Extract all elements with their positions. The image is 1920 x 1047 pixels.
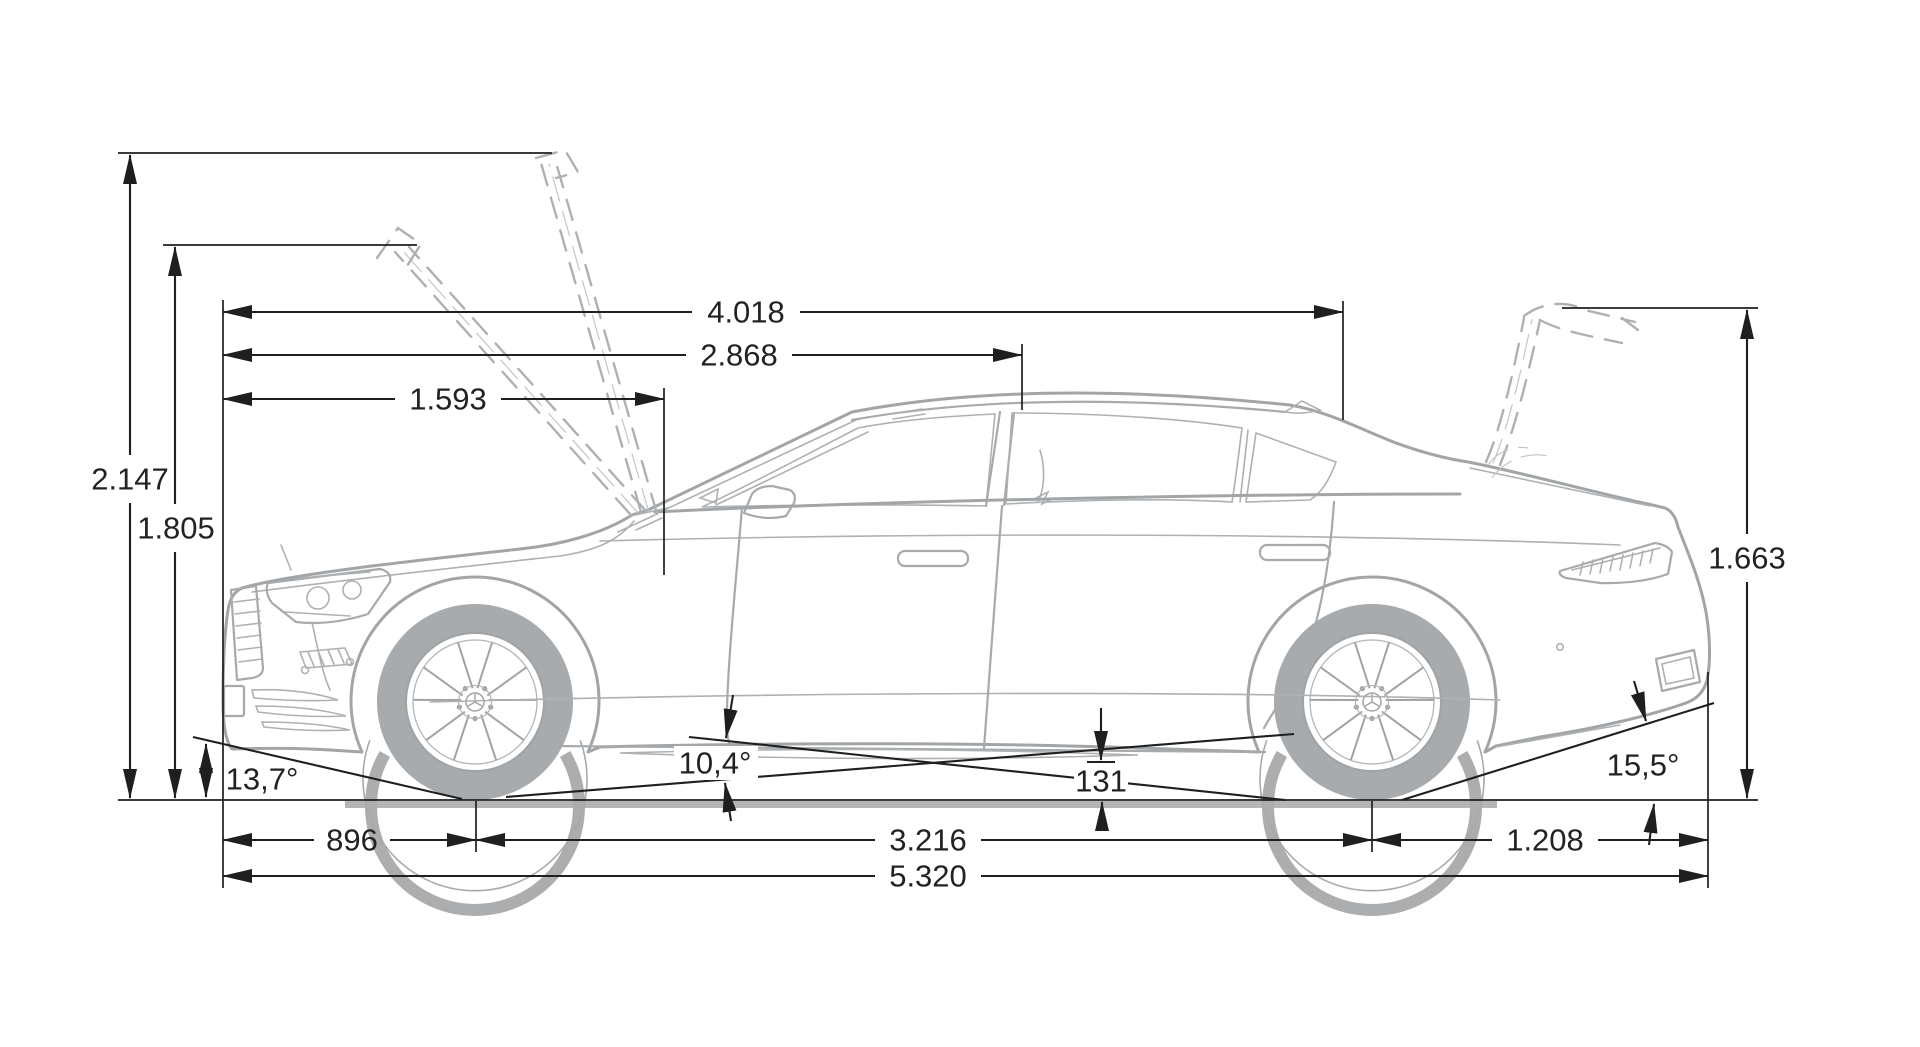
bumper-seam xyxy=(311,621,331,691)
label-height-total: 2.147 xyxy=(91,462,169,497)
rear-wheel xyxy=(1259,604,1485,916)
quarter-window xyxy=(1245,431,1338,503)
bumper-mesh xyxy=(298,647,354,669)
front-plate-block xyxy=(222,684,246,718)
rear-bumper-crease xyxy=(1495,724,1621,748)
mirror-triangle xyxy=(697,487,720,505)
dim-length-front: 1.593 xyxy=(222,382,665,417)
label-bg xyxy=(674,746,758,780)
dim-ground-clearance: 131 xyxy=(1074,708,1128,831)
exhaust-inner xyxy=(1661,656,1695,685)
rear-window-divider xyxy=(1239,429,1249,503)
dim-length-top: 4.018 xyxy=(222,295,1344,330)
label-height-rear: 1.663 xyxy=(1708,541,1786,576)
rocker-blade xyxy=(619,748,1139,760)
label-overall-length: 5.320 xyxy=(889,859,967,894)
dim-wheelbase: 3.216 xyxy=(475,823,1373,858)
front-window xyxy=(701,413,996,508)
taillight xyxy=(1558,541,1674,585)
label-length-front: 1.593 xyxy=(409,382,487,417)
front-door-handle xyxy=(896,549,970,568)
rear-door-seam xyxy=(1262,500,1336,730)
b-pillar-seam xyxy=(982,504,1004,750)
dim-breakover-angle: 10,4° xyxy=(505,694,1295,822)
grille-louvres xyxy=(233,598,263,663)
front-door-seam xyxy=(725,506,744,749)
open-trunk-dashed xyxy=(1484,302,1640,479)
label-wheelbase: 3.216 xyxy=(889,823,967,858)
label-length-top: 4.018 xyxy=(707,295,785,330)
approach-line xyxy=(192,735,463,801)
rear-door-handle xyxy=(1258,543,1332,562)
grille xyxy=(229,584,265,682)
dim-front-overhang: 896 xyxy=(222,823,477,858)
headlight-projector-2 xyxy=(342,580,362,600)
front-wheel xyxy=(362,604,588,916)
label-length-mid: 2.868 xyxy=(700,338,778,373)
headlight xyxy=(265,567,392,625)
side-mirror xyxy=(742,484,796,520)
label-breakover-angle: 10,4° xyxy=(679,746,752,781)
antenna-fin xyxy=(1282,400,1323,414)
seat-hint xyxy=(1035,449,1055,506)
label-approach-angle: 13,7° xyxy=(226,762,299,797)
label-bg xyxy=(1074,766,1128,796)
shoulder-crease xyxy=(599,534,1621,546)
lower-crease xyxy=(429,692,1501,703)
rear-window xyxy=(1005,412,1243,505)
label-departure-angle: 15,5° xyxy=(1607,748,1680,783)
dim-overall-length: 5.320 xyxy=(222,859,1709,894)
taillight-texture xyxy=(1571,547,1661,576)
dim-departure-angle: 15,5° xyxy=(1401,680,1715,846)
body-outline xyxy=(221,391,1712,754)
parking-sensor-front-1 xyxy=(300,665,310,675)
hood-tick xyxy=(280,544,292,571)
front-window-inner xyxy=(715,431,869,506)
headlight-inner-lines xyxy=(284,571,371,617)
trunk-seam xyxy=(1469,467,1651,507)
road-surface xyxy=(345,801,1497,808)
dim-length-mid: 2.868 xyxy=(222,338,1023,373)
sunroof-ticks xyxy=(889,408,926,420)
open-hood-dashed xyxy=(375,148,659,516)
exhaust-tip xyxy=(1654,648,1702,693)
dim-height-inner: 1.805 xyxy=(137,246,215,799)
label-ground-clearance: 131 xyxy=(1075,764,1127,799)
dim-height-rear: 1.663 xyxy=(1708,309,1786,799)
label-height-inner: 1.805 xyxy=(137,511,215,546)
windshield-inner xyxy=(659,419,857,513)
roof-drip-rail xyxy=(850,400,1288,422)
parking-sensor-rear xyxy=(1556,642,1565,651)
departure-line xyxy=(1401,701,1715,802)
ramp-line-rear xyxy=(688,735,1286,802)
label-rear-overhang: 1.208 xyxy=(1506,823,1584,858)
dim-height-total: 2.147 xyxy=(91,154,169,799)
ramp-line-front xyxy=(505,732,1295,799)
label-front-overhang: 896 xyxy=(326,823,378,858)
headlight-projector-1 xyxy=(306,586,330,610)
parking-sensor-front-2 xyxy=(345,657,355,667)
dimension-annotations: 2.147 1.805 1.663 4.018 2.868 1.593 xyxy=(91,152,1786,894)
beltline xyxy=(653,492,1462,514)
car-illustration xyxy=(221,148,1712,916)
bumper-fins xyxy=(250,688,351,732)
dim-rear-overhang: 1.208 xyxy=(1371,823,1709,858)
hood-seam xyxy=(251,520,635,593)
dim-approach-angle: 13,7° xyxy=(192,735,463,801)
